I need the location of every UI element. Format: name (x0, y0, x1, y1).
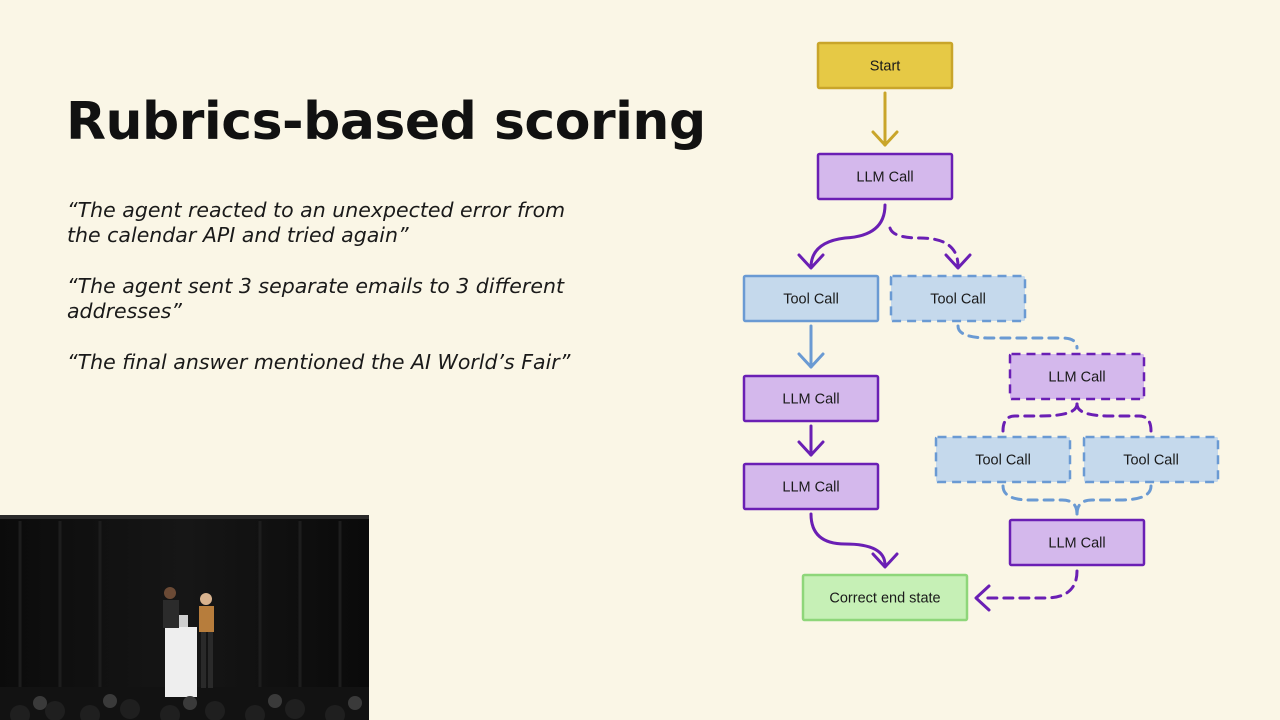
node-tool_b3-box (1082, 435, 1220, 484)
node-llm_b2-box (1008, 518, 1146, 567)
edge-llm_b1-to-tool_b2 (1001, 402, 1079, 433)
edge-tool_b3-to-llm_b2 (1075, 484, 1153, 516)
node-tool_a-box (742, 274, 880, 323)
rubric-quote-2: “The agent sent 3 separate emails to 3 d… (67, 274, 564, 323)
node-llm2: LLM Call (742, 374, 880, 423)
node-tool_b2-box (934, 435, 1072, 484)
node-llm2-box (742, 374, 880, 423)
speaker-video-inset (0, 515, 369, 720)
arrowhead-start-to-llm1 (871, 130, 899, 147)
node-llm3-label: LLM Call (782, 480, 839, 496)
node-start: Start (816, 41, 954, 90)
node-llm2-label: LLM Call (782, 392, 839, 408)
node-llm3: LLM Call (742, 462, 880, 511)
node-llm_b2-label: LLM Call (1048, 536, 1105, 552)
node-tool_b2-label: Tool Call (975, 453, 1031, 469)
node-llm1-label: LLM Call (856, 170, 913, 186)
node-llm3-box (742, 462, 880, 511)
slide-title: Rubrics-based scoring (66, 92, 706, 152)
arrowhead-llm3-to-end (871, 552, 899, 569)
arrowhead-llm1-to-tool_b (944, 253, 972, 270)
node-llm_b1-box (1008, 352, 1146, 401)
node-tool_b-box (889, 274, 1027, 323)
arrowhead-tool_a-to-llm2 (797, 352, 825, 369)
node-end: Correct end state (801, 573, 969, 622)
node-llm_b1: LLM Call (1008, 352, 1146, 401)
node-tool_b2: Tool Call (934, 435, 1072, 484)
node-end-label: Correct end state (829, 591, 940, 607)
stage-photo-image (0, 515, 369, 720)
arrowhead-llm1-to-tool_a (797, 253, 825, 270)
node-tool_a: Tool Call (742, 274, 880, 323)
node-llm_b2: LLM Call (1008, 518, 1146, 567)
edge-llm1-to-tool_a (809, 203, 887, 268)
node-llm1-box (816, 152, 954, 201)
node-tool_b-label: Tool Call (930, 292, 986, 308)
node-start-label: Start (870, 59, 901, 75)
node-tool_b3-label: Tool Call (1123, 453, 1179, 469)
node-llm1: LLM Call (816, 152, 954, 201)
arrowhead-llm2-to-llm3 (797, 440, 825, 457)
edge-tool_b-to-llm_b1 (956, 324, 1079, 350)
rubric-quotes: “The agent reacted to an unexpected erro… (67, 198, 587, 401)
node-tool_b3: Tool Call (1082, 435, 1220, 484)
edge-tool_b2-to-llm_b2 (1001, 484, 1079, 516)
node-end-box (801, 573, 969, 622)
rubric-quote-3: “The final answer mentioned the AI World… (67, 350, 571, 374)
node-tool_a-label: Tool Call (783, 292, 839, 308)
node-tool_b: Tool Call (889, 274, 1027, 323)
node-start-box (816, 41, 954, 90)
edge-llm_b1-to-tool_b3 (1075, 402, 1153, 433)
edge-llm_b2-to-end (980, 569, 1079, 600)
node-llm_b1-label: LLM Call (1048, 370, 1105, 386)
rubric-quote-1: “The agent reacted to an unexpected erro… (67, 198, 566, 247)
arrowhead-llm_b2-to-end (974, 584, 991, 612)
edge-llm1-to-tool_b (888, 226, 960, 268)
edge-llm3-to-end (809, 512, 887, 567)
